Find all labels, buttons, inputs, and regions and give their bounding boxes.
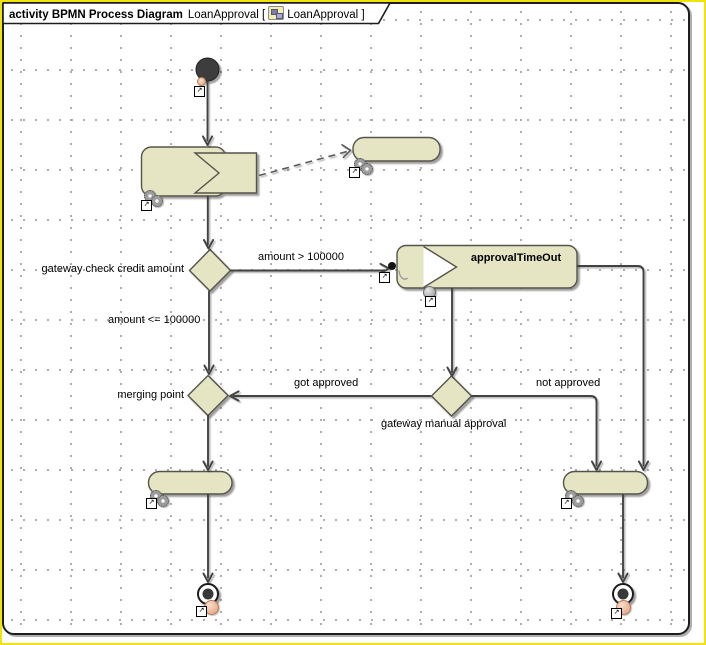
edge-not-approved[interactable] [470,395,598,467]
frame-ref-name: LoanApproval [287,9,359,21]
arrowhead [202,572,214,583]
nav-link-icon[interactable]: ↗ [611,608,622,619]
label-amount-gt[interactable]: amount > 100000 [258,251,344,263]
action-bottom-right[interactable] [562,470,649,495]
arrowhead [637,460,650,471]
nav-link-icon[interactable]: ↗ [146,498,157,509]
bracket-close: ] [361,9,365,21]
arrowhead [202,460,214,471]
gear-icon [157,495,169,507]
nav-link-icon[interactable]: ↗ [349,167,360,178]
linked-task-action[interactable] [352,136,441,162]
frame-title: activity BPMN Process Diagram [9,9,183,21]
nav-link-icon[interactable]: ↗ [141,200,152,211]
label-merging-point[interactable]: merging point [117,389,184,401]
arrowhead [201,135,214,146]
arrowhead [203,364,215,375]
nav-link-icon[interactable]: ↗ [379,272,390,283]
approval-timeout-notch [423,246,457,288]
arrowhead [617,572,629,583]
bracket-open: [ [262,9,266,21]
action-bottom-left[interactable] [147,470,233,495]
gear-icon [151,195,163,207]
edge-dashed-link[interactable] [258,150,348,177]
diagram-icon [268,6,285,20]
frame-tab[interactable] [2,2,392,25]
gateway-check-credit-diamond[interactable] [188,248,232,292]
frame-header: activity BPMN Process Diagram LoanApprova… [9,6,365,22]
hook-decoration [398,270,408,280]
label-approval-timeout[interactable]: approvalTimeOut [470,252,562,264]
pin-ball-icon [197,77,206,86]
event-dot-icon [388,262,396,270]
label-got-approved[interactable]: got approved [294,377,359,389]
merge-diamond[interactable] [187,374,229,417]
edge-timeout-to-bottom-right[interactable] [576,265,645,467]
arrowhead [229,390,240,402]
label-gateway-manual[interactable]: gateway manual approval [381,418,507,430]
label-amount-le[interactable]: amount <= 100000 [108,314,201,326]
final-node-left-core [202,588,214,600]
diagram-frame [2,2,690,635]
label-gateway-check-credit[interactable]: gateway check credit amount [41,263,184,275]
nav-link-icon[interactable]: ↗ [425,296,436,307]
arrowhead [446,366,458,377]
label-not-approved[interactable]: not approved [536,377,601,389]
accept-event-pentagon[interactable] [193,152,258,194]
gear-icon [572,495,584,507]
nav-link-icon[interactable]: ↗ [561,498,572,509]
arrowhead [202,239,215,250]
approval-timeout-notch-edge [423,245,458,289]
nav-link-icon[interactable]: ↗ [196,606,207,617]
frame-name: LoanApproval [187,9,259,21]
gear-icon [361,163,373,175]
nav-link-icon[interactable]: ↗ [194,86,205,97]
final-node-right-core [617,588,629,600]
arrowhead [590,460,603,471]
gateway-manual-approval-diamond[interactable] [430,375,473,417]
arrowhead-open [341,144,352,159]
